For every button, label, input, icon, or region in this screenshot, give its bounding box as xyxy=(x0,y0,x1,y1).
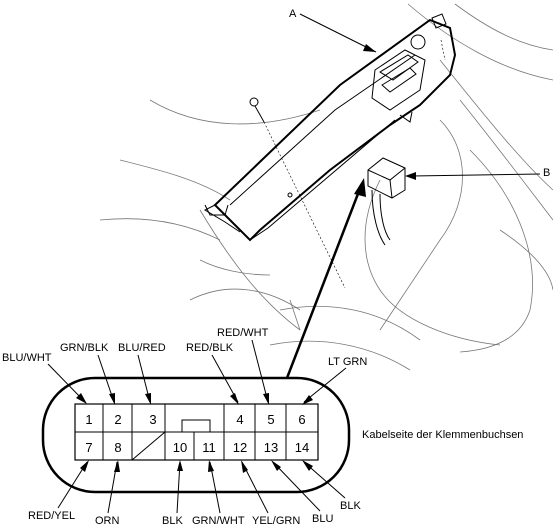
wire-label-pin14: BLK xyxy=(340,500,361,512)
connector-b xyxy=(367,157,406,246)
switch-panel xyxy=(203,13,457,289)
pin-7: 7 xyxy=(85,440,92,455)
connector-pointer-arrow xyxy=(285,185,363,379)
pin-14: 14 xyxy=(295,440,309,455)
connector-face-caption: Kabelseite der Klemmenbuchsen xyxy=(362,429,523,441)
wire-label-pin11: GRN/WHT xyxy=(192,515,245,527)
pin-5: 5 xyxy=(267,412,274,427)
wire-label-pin5: RED/WHT xyxy=(217,327,269,339)
wire-label-pin2: GRN/BLK xyxy=(60,342,109,354)
wire-label-pin8: ORN xyxy=(95,515,120,527)
callout-a-label: A xyxy=(289,8,297,20)
callout-b-label: B xyxy=(543,167,550,179)
door-trim-background xyxy=(99,3,553,371)
callout-a-leader xyxy=(299,13,377,53)
pin-2: 2 xyxy=(114,412,121,427)
connector-face xyxy=(41,376,351,494)
leader-pin5 xyxy=(251,339,269,403)
pin-13: 13 xyxy=(264,440,278,455)
pin-10: 10 xyxy=(173,440,187,455)
wire-label-pin13: BLU xyxy=(312,513,333,525)
pin-4: 4 xyxy=(236,412,243,427)
pin-11: 11 xyxy=(202,440,216,455)
leader-pin6 xyxy=(303,367,347,403)
wire-label-pin12: YEL/GRN xyxy=(252,515,300,527)
pin-1: 1 xyxy=(85,412,92,427)
wire-label-pin7: RED/YEL xyxy=(28,510,75,522)
pin-12: 12 xyxy=(233,440,247,455)
pin-3: 3 xyxy=(149,412,156,427)
wire-label-pin1: BLU/WHT xyxy=(2,352,52,364)
callout-b-leader xyxy=(411,173,541,177)
wire-label-pin6: LT GRN xyxy=(328,356,367,368)
leader-pin13 xyxy=(272,461,321,512)
wire-label-pin10: BLK xyxy=(162,515,183,527)
pin-8: 8 xyxy=(114,440,121,455)
wire-label-pin4: RED/BLK xyxy=(186,342,234,354)
pin-6: 6 xyxy=(298,412,305,427)
wire-label-pin3: BLU/RED xyxy=(118,342,166,354)
